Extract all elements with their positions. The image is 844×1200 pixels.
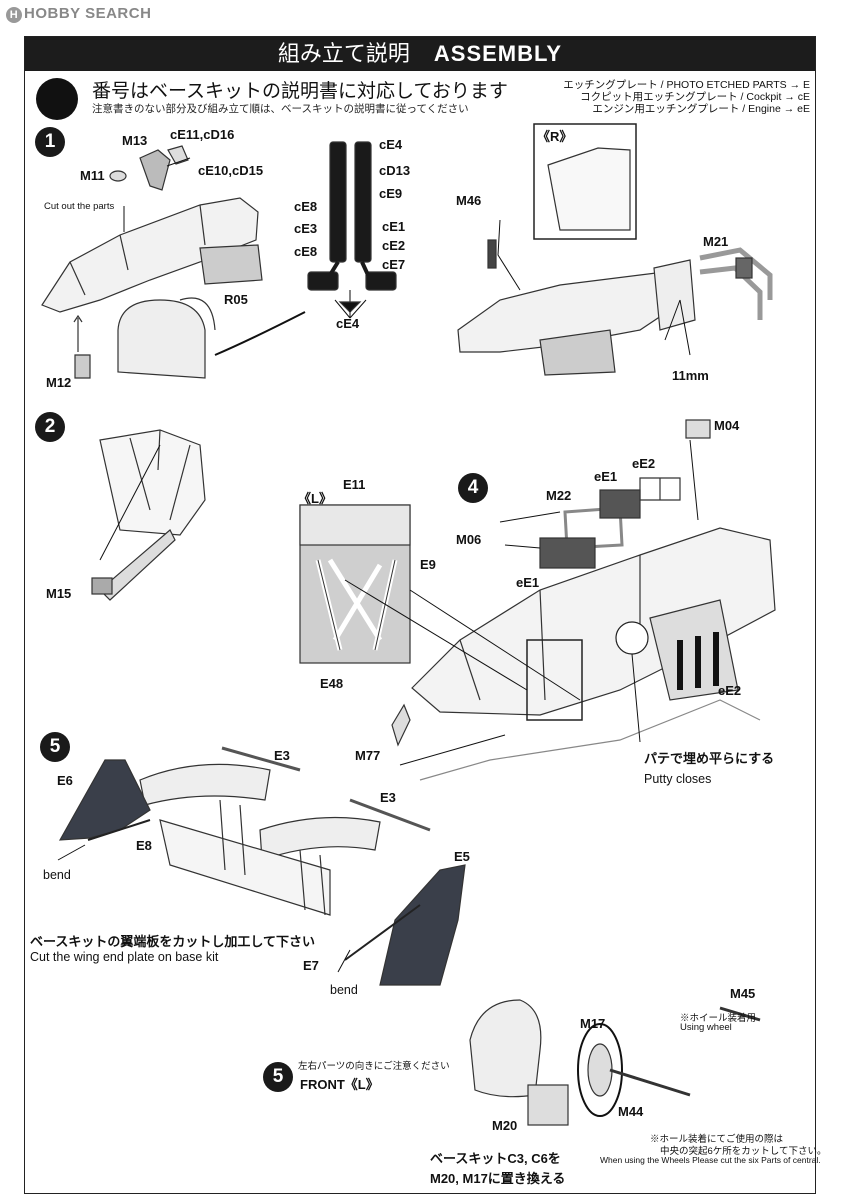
roll-hoop-drawing	[91, 429, 206, 601]
chassis-drawing	[391, 419, 776, 781]
rear-wing-drawing	[58, 746, 466, 986]
label-m77: M77	[355, 748, 381, 763]
label-ce2: cE2	[382, 238, 406, 253]
label-ce7: cE7	[382, 257, 406, 272]
label-cd13: cD13	[379, 163, 411, 178]
label-m45: M45	[730, 986, 756, 1001]
label-ee2-top: eE2	[632, 456, 656, 471]
label-m04: M04	[714, 418, 740, 433]
notice-main: 番号はベースキットの説明書に対応しております	[92, 81, 508, 102]
label-m46: M46	[456, 193, 482, 208]
label-ce8b: cE8	[294, 244, 318, 259]
label-e6: E6	[57, 773, 73, 788]
direction-note: 左右パーツの向きにご注意ください	[298, 1061, 450, 1072]
legend-photo-etched: エッチングプレート / PHOTO ETCHED PARTS → E	[563, 79, 810, 91]
label-e7: E7	[303, 958, 319, 973]
label-ce10: cE10,cD15	[198, 163, 264, 178]
front-l: FRONT《L》	[300, 1077, 379, 1092]
label-m06: M06	[456, 532, 482, 547]
label-l-tag: 《L》	[298, 491, 332, 506]
photo-inset-drawing	[299, 504, 411, 664]
label-ee1-bottom: eE1	[516, 575, 540, 590]
label-m11: M11	[80, 168, 105, 183]
wing-note-en: Cut the wing end plate on base kit	[30, 950, 219, 964]
notice-bullet-icon	[36, 78, 78, 120]
label-e3a: E3	[274, 748, 290, 763]
label-ee1-top: eE1	[594, 469, 618, 484]
replace-jp-2: M20, M17に置き換える	[430, 1171, 566, 1186]
label-m13: M13	[122, 133, 148, 148]
label-e5: E5	[454, 849, 470, 864]
wing-note-jp: ベースキットの翼端板をカットし加工して下さい	[30, 934, 315, 949]
title-bar: 組み立て説明 ASSEMBLY	[25, 37, 815, 71]
wheel-note-en: When using the Wheels Please cut the six…	[600, 1155, 821, 1165]
label-ce3: cE3	[294, 221, 318, 236]
notice-sub: 注意書きのない部分及び組み立て順は、ベースキットの説明書に従ってください	[92, 103, 469, 115]
label-m21: M21	[703, 234, 729, 249]
label-e3b: E3	[380, 790, 396, 805]
label-ce4-top: cE4	[379, 137, 403, 152]
label-e48: E48	[320, 676, 344, 691]
step-2-badge: 2	[35, 412, 65, 442]
logo-icon: H	[6, 7, 22, 23]
legend-engine: エンジン用エッチングプレート / Engine → eE	[592, 103, 810, 115]
title-jp: 組み立て説明	[277, 41, 410, 66]
label-e11: E11	[343, 477, 366, 492]
label-cutout: Cut out the parts	[44, 201, 115, 212]
label-ce11: cE11,cD16	[170, 127, 235, 142]
label-m17: M17	[580, 1016, 606, 1031]
putty-jp: パテで埋め平らにする	[644, 751, 775, 766]
label-m44: M44	[618, 1104, 644, 1119]
cockpit-side-drawing	[457, 123, 773, 376]
label-bend-2: bend	[330, 983, 358, 997]
title-en: ASSEMBLY	[433, 41, 563, 66]
step-5-badge: 5	[40, 732, 70, 762]
cockpit-nose-drawing	[41, 197, 306, 379]
page-frame	[24, 36, 816, 1194]
label-r-tag: 《R》	[537, 129, 573, 144]
small-parts-step1	[73, 145, 189, 379]
label-e8: E8	[136, 838, 152, 853]
wheel-en: Using wheel	[680, 1022, 732, 1033]
label-ce1: cE1	[382, 219, 406, 234]
label-ce9: cE9	[379, 186, 403, 201]
replace-jp-1: ベースキットC3, C6を	[430, 1151, 561, 1166]
label-m12: M12	[46, 375, 72, 390]
label-ee2-bottom: eE2	[718, 683, 742, 698]
wheel-note-jp-1: ※ホール装着にてご使用の際は	[650, 1134, 784, 1145]
step-1-badge: 1	[35, 127, 65, 157]
label-r05: R05	[224, 292, 248, 307]
step-5b-badge: 5	[263, 1062, 293, 1092]
label-e9: E9	[420, 557, 436, 572]
step-4-badge: 4	[458, 473, 488, 503]
label-ce8a: cE8	[294, 199, 318, 214]
wheel-hub-drawing	[469, 999, 761, 1126]
legend-cockpit: コクピット用エッチングプレート / Cockpit → cE	[580, 91, 810, 103]
label-m22: M22	[546, 488, 572, 503]
wheel-note-jp-2: 中央の突起6ケ所をカットして下さい。	[660, 1146, 827, 1157]
label-11mm: 11mm	[672, 368, 709, 383]
wheel-jp: ※ホイール装着用	[680, 1013, 757, 1024]
putty-en: Putty closes	[644, 772, 712, 786]
label-bend-1: bend	[43, 868, 71, 882]
label-m20: M20	[492, 1118, 518, 1133]
label-m15: M15	[46, 586, 72, 601]
seat-belts-drawing	[307, 141, 397, 313]
label-ce4-bottom: cE4	[336, 316, 360, 331]
